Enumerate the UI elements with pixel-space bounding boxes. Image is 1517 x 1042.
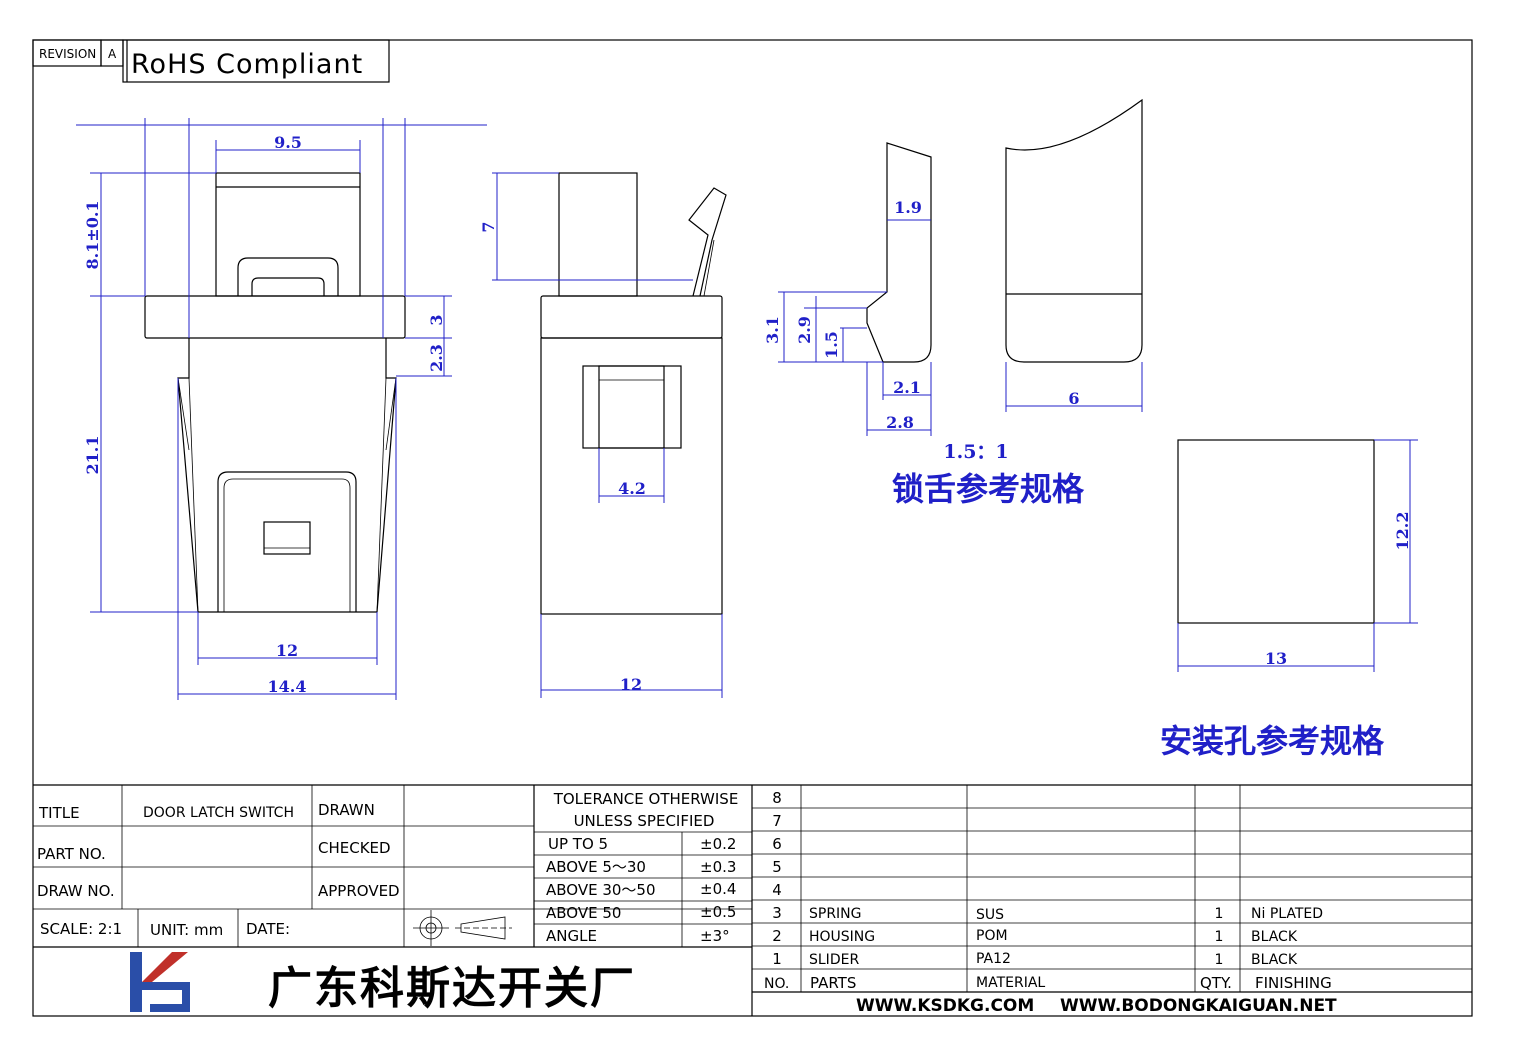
dim-front-outer-width: 14.4 bbox=[268, 677, 307, 696]
dim-front-inner-width: 12 bbox=[276, 641, 298, 660]
dim-tongue-h1: 3.1 bbox=[763, 316, 782, 344]
footer-url-2: WWW.BODONGKAIGUAN.NET bbox=[1060, 996, 1337, 1016]
tolerance-value: ±0.2 bbox=[700, 835, 736, 853]
bom-header-finishing: FINISHING bbox=[1255, 974, 1332, 992]
draw-no-label: DRAW NO. bbox=[37, 882, 115, 900]
bom-no: 2 bbox=[772, 927, 782, 945]
tolerance-value: ±0.3 bbox=[700, 858, 736, 876]
projection-symbol-icon bbox=[413, 910, 512, 946]
date-label: DATE: bbox=[246, 920, 290, 938]
bom-finish: Ni PLATED bbox=[1251, 906, 1323, 922]
dim-hole-width: 13 bbox=[1265, 649, 1287, 668]
bom-material: PA12 bbox=[976, 951, 1011, 967]
bom-header-parts: PARTS bbox=[810, 974, 856, 992]
tolerance-value: ±0.4 bbox=[700, 880, 736, 898]
bom-no: 6 bbox=[772, 835, 782, 853]
bom-no: 7 bbox=[772, 812, 782, 830]
dim-side-window-width: 4.2 bbox=[618, 479, 646, 498]
dim-side-top-height: 7 bbox=[479, 221, 498, 232]
dim-front-gap: 2.3 bbox=[427, 344, 446, 372]
dim-tongue-w2: 2.8 bbox=[886, 413, 914, 432]
front-view: 9.5 8.1±0.1 21.1 3 2.3 12 14.4 bbox=[76, 118, 487, 700]
tolerance-range: ABOVE 30～50 bbox=[546, 881, 656, 899]
tolerance-heading-1: TOLERANCE OTHERWISE bbox=[553, 790, 739, 808]
bom-no: 8 bbox=[772, 789, 782, 807]
tolerance-range: ABOVE 5～30 bbox=[546, 858, 646, 876]
title-block: TITLE DOOR LATCH SWITCH DRAWN PART NO. C… bbox=[33, 784, 1472, 1016]
title-label: TITLE bbox=[38, 804, 80, 822]
dim-front-lower-height: 21.1 bbox=[83, 436, 102, 475]
bom-no: 3 bbox=[772, 904, 782, 922]
title-value: DOOR LATCH SWITCH bbox=[143, 805, 294, 821]
tolerance-heading-2: UNLESS SPECIFIED bbox=[574, 812, 715, 830]
bom-no: 4 bbox=[772, 881, 782, 899]
tolerance-value: ±0.5 bbox=[700, 903, 736, 921]
company-name: 广东科斯达开关厂 bbox=[268, 963, 636, 1014]
bom-material: SUS bbox=[976, 907, 1004, 923]
bom-finish: BLACK bbox=[1251, 929, 1298, 945]
revision-label: REVISION bbox=[39, 47, 96, 61]
hole-ref-label: 安装孔参考规格 bbox=[1160, 722, 1385, 760]
bom-part: HOUSING bbox=[809, 929, 875, 945]
tolerance-range: UP TO 5 bbox=[548, 835, 608, 853]
revision-box: REVISION A RoHS Compliant bbox=[32, 39, 390, 83]
tolerance-range: ANGLE bbox=[546, 927, 597, 945]
tongue-reference: 1.9 3.1 2.9 1.5 2.1 2.8 6 1.5：1 锁舌参考规格 bbox=[763, 98, 1143, 508]
part-no-label: PART NO. bbox=[37, 845, 106, 863]
bom-qty: 1 bbox=[1215, 952, 1224, 968]
dim-tongue-h2: 2.9 bbox=[795, 316, 814, 344]
scale-label: SCALE: 2:1 bbox=[40, 920, 122, 938]
company-logo-icon bbox=[130, 952, 190, 1012]
bom-qty: 1 bbox=[1215, 929, 1224, 945]
drawn-label: DRAWN bbox=[318, 801, 375, 819]
unit-label: UNIT: mm bbox=[150, 921, 223, 939]
bom-material: POM bbox=[976, 928, 1008, 944]
revision-value: A bbox=[108, 47, 117, 61]
dim-front-top-width: 9.5 bbox=[274, 133, 302, 152]
tongue-ref-label: 锁舌参考规格 bbox=[892, 470, 1085, 508]
bom-part: SLIDER bbox=[809, 952, 859, 968]
side-view: 7 4.2 12 bbox=[479, 172, 727, 698]
dim-hole-height: 12.2 bbox=[1393, 512, 1412, 551]
approved-label: APPROVED bbox=[318, 882, 400, 900]
tongue-scale: 1.5：1 bbox=[943, 441, 1008, 463]
bom-qty: 1 bbox=[1215, 906, 1224, 922]
footer-url-1: WWW.KSDKG.COM bbox=[856, 996, 1034, 1016]
bom-no: 5 bbox=[772, 858, 782, 876]
tolerance-value: ±3° bbox=[700, 927, 730, 945]
checked-label: CHECKED bbox=[318, 839, 391, 857]
dim-tongue-side-width: 6 bbox=[1068, 389, 1079, 408]
dim-tongue-h3: 1.5 bbox=[822, 331, 841, 359]
bom-header-qty: QTY. bbox=[1200, 974, 1232, 992]
bom-part: SPRING bbox=[809, 906, 862, 922]
bom-header-material: MATERIAL bbox=[976, 975, 1045, 991]
dim-tongue-w1: 2.1 bbox=[893, 378, 921, 397]
dim-side-width: 12 bbox=[620, 675, 642, 694]
dim-front-flange: 3 bbox=[427, 314, 446, 325]
dim-front-upper-height: 8.1±0.1 bbox=[83, 200, 102, 269]
bom-finish: BLACK bbox=[1251, 952, 1298, 968]
rohs-label: RoHS Compliant bbox=[131, 49, 363, 80]
mounting-hole: 12.2 13 安装孔参考规格 bbox=[1160, 439, 1418, 760]
tolerance-range: ABOVE 50 bbox=[546, 904, 621, 922]
dim-tongue-top: 1.9 bbox=[894, 198, 922, 217]
bom-no: 1 bbox=[772, 950, 782, 968]
bom-header-no: NO. bbox=[764, 976, 789, 992]
